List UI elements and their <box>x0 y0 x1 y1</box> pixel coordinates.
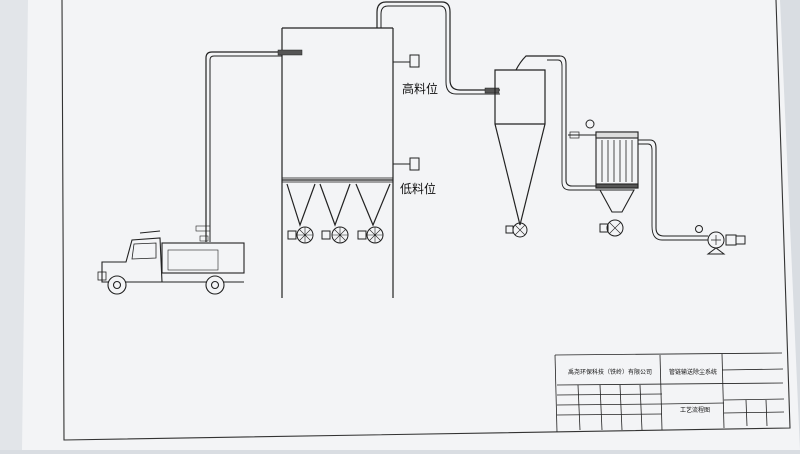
drawing-name: 管链输送除尘系统 <box>669 369 718 376</box>
cyclone-separator <box>494 55 560 226</box>
exhaust-fan <box>706 231 746 255</box>
sheet-title: 工艺流程图 <box>680 407 711 414</box>
paper-left-edge <box>0 0 28 450</box>
cyclone-to-filter-pipe <box>547 55 600 187</box>
high-level-label: 高料位 <box>402 82 439 96</box>
return-pipe <box>376 1 500 91</box>
dump-truck <box>97 230 245 295</box>
truck-rear-wheel <box>205 275 225 295</box>
drawing-border <box>61 0 791 441</box>
company-name: 禹尧环保科技（铁岭）有限公司 <box>568 369 653 376</box>
truck-front-wheel <box>107 275 127 295</box>
loading-pipe <box>205 51 282 242</box>
low-level-label: 低料位 <box>400 182 437 196</box>
filter-rotary-valve <box>606 219 624 237</box>
rotary-valves <box>287 226 384 244</box>
bag-filter <box>595 131 639 213</box>
storage-silo <box>277 27 394 298</box>
title-block <box>554 352 785 433</box>
exhaust-pipe <box>638 139 708 237</box>
high-level-sensor <box>409 54 420 68</box>
truck-cargo-box <box>161 242 245 274</box>
